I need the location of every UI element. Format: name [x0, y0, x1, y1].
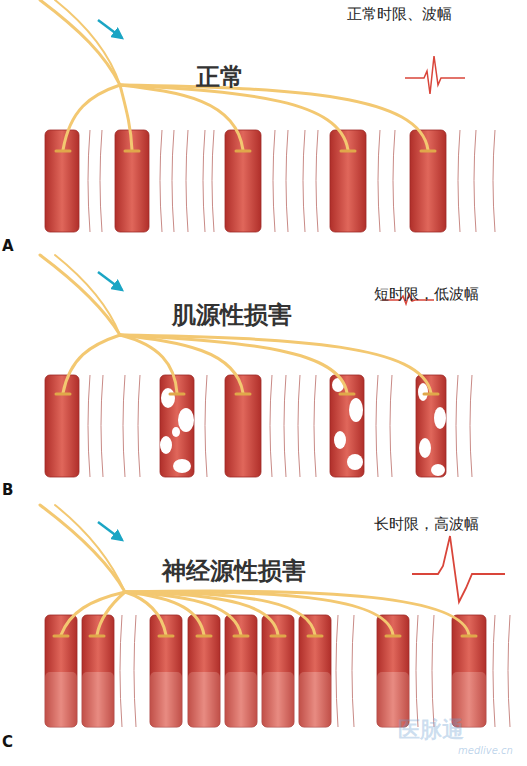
- panel-letter: C: [2, 734, 13, 751]
- waveform-caption: 正常时限、波幅: [347, 6, 452, 23]
- panel-letter: A: [2, 238, 14, 255]
- direction-arrow: [98, 272, 122, 290]
- motor-nerve: [40, 0, 428, 150]
- fiber-damage: [160, 378, 446, 476]
- endplates: [56, 150, 435, 153]
- neurogenic-waveform: [412, 536, 505, 602]
- endplates: [54, 635, 476, 638]
- watermark: medlive.cn: [458, 745, 513, 756]
- direction-arrow: [98, 522, 122, 540]
- motor-nerve: [40, 255, 431, 393]
- waveform-caption: 长时限，高波幅: [374, 516, 479, 533]
- normal-waveform: [405, 56, 465, 94]
- panel-letter: B: [2, 482, 13, 499]
- direction-arrow: [98, 20, 122, 38]
- panel-heading: 神经源性损害: [162, 558, 306, 584]
- panel-heading: 肌源性损害: [172, 302, 292, 328]
- white-fibers: [88, 130, 495, 232]
- panel-heading: 正常: [196, 64, 244, 90]
- muscle-fibers: [45, 130, 446, 232]
- waveform-caption: 短时限，低波幅: [374, 286, 479, 303]
- watermark: 医脉通: [398, 718, 464, 742]
- white-fibers: [88, 375, 472, 477]
- endplates: [56, 393, 438, 396]
- muscle-fibers: [45, 615, 486, 727]
- muscle-fibers: [45, 375, 446, 477]
